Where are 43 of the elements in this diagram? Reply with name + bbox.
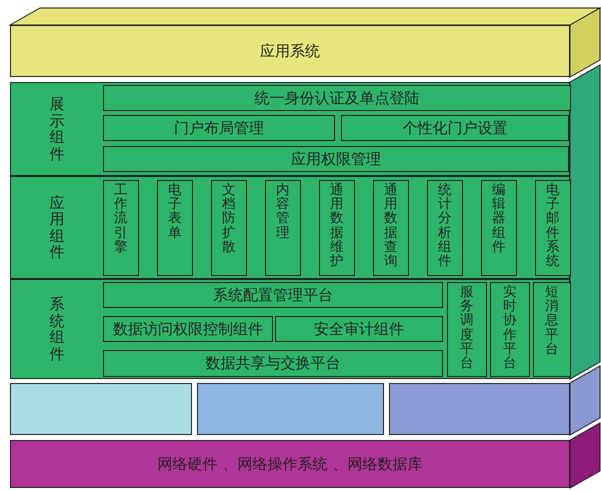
- component-label: 编辑器组件: [492, 183, 506, 254]
- component-label: 电子表单: [168, 183, 182, 240]
- component-column: [157, 180, 193, 276]
- component-label: 通用数据维护: [330, 183, 344, 268]
- component-column: [103, 180, 139, 276]
- component-box: 门户布局管理: [103, 115, 335, 141]
- platform-box: [389, 383, 570, 435]
- component-box: 数据共享与交换平台: [103, 350, 443, 377]
- component-label: 短消息平台: [544, 285, 560, 356]
- platform-box: [197, 383, 384, 435]
- layer-label: 系统组件: [49, 296, 65, 362]
- component-label: 电子邮件系统: [546, 183, 560, 268]
- component-box: 网络硬件 、网络操作系统 、网络数据库: [10, 440, 570, 488]
- component-column: [533, 282, 571, 377]
- layer-label: 应用组件: [49, 194, 65, 260]
- component-column: [490, 282, 530, 377]
- component-box: 系统配置管理平台: [103, 282, 443, 308]
- component-column: [373, 180, 409, 276]
- component-label: 内容管理: [276, 183, 290, 240]
- component-box: 数据访问权限控制组件: [103, 316, 273, 342]
- component-label: 服务调度平台: [460, 285, 474, 370]
- component-label: 通用数据查询: [384, 183, 398, 268]
- component-column: [319, 180, 355, 276]
- component-column: [265, 180, 301, 276]
- component-box: 安全审计组件: [275, 316, 443, 342]
- component-label: 文档防扩散: [222, 183, 236, 254]
- platform-box: [10, 383, 192, 435]
- component-column: [535, 180, 571, 276]
- component-label: 统计分析组件: [438, 183, 452, 268]
- component-box: 个性化门户设置: [341, 115, 569, 141]
- layer-panel: [10, 82, 570, 176]
- layer-panel: [10, 279, 570, 379]
- layer-panel: [10, 176, 570, 279]
- component-label: 实时协作平台: [502, 285, 518, 370]
- component-label: 工作流引擎: [114, 183, 128, 254]
- component-box: 应用系统: [10, 25, 570, 77]
- component-column: [427, 180, 463, 276]
- component-column: [211, 180, 247, 276]
- component-box: 统一身份认证及单点登陆: [103, 85, 571, 111]
- layer-label: 展示组件: [49, 96, 65, 162]
- component-column: [447, 282, 487, 377]
- component-box: 应用权限管理: [103, 146, 569, 172]
- component-column: [481, 180, 517, 276]
